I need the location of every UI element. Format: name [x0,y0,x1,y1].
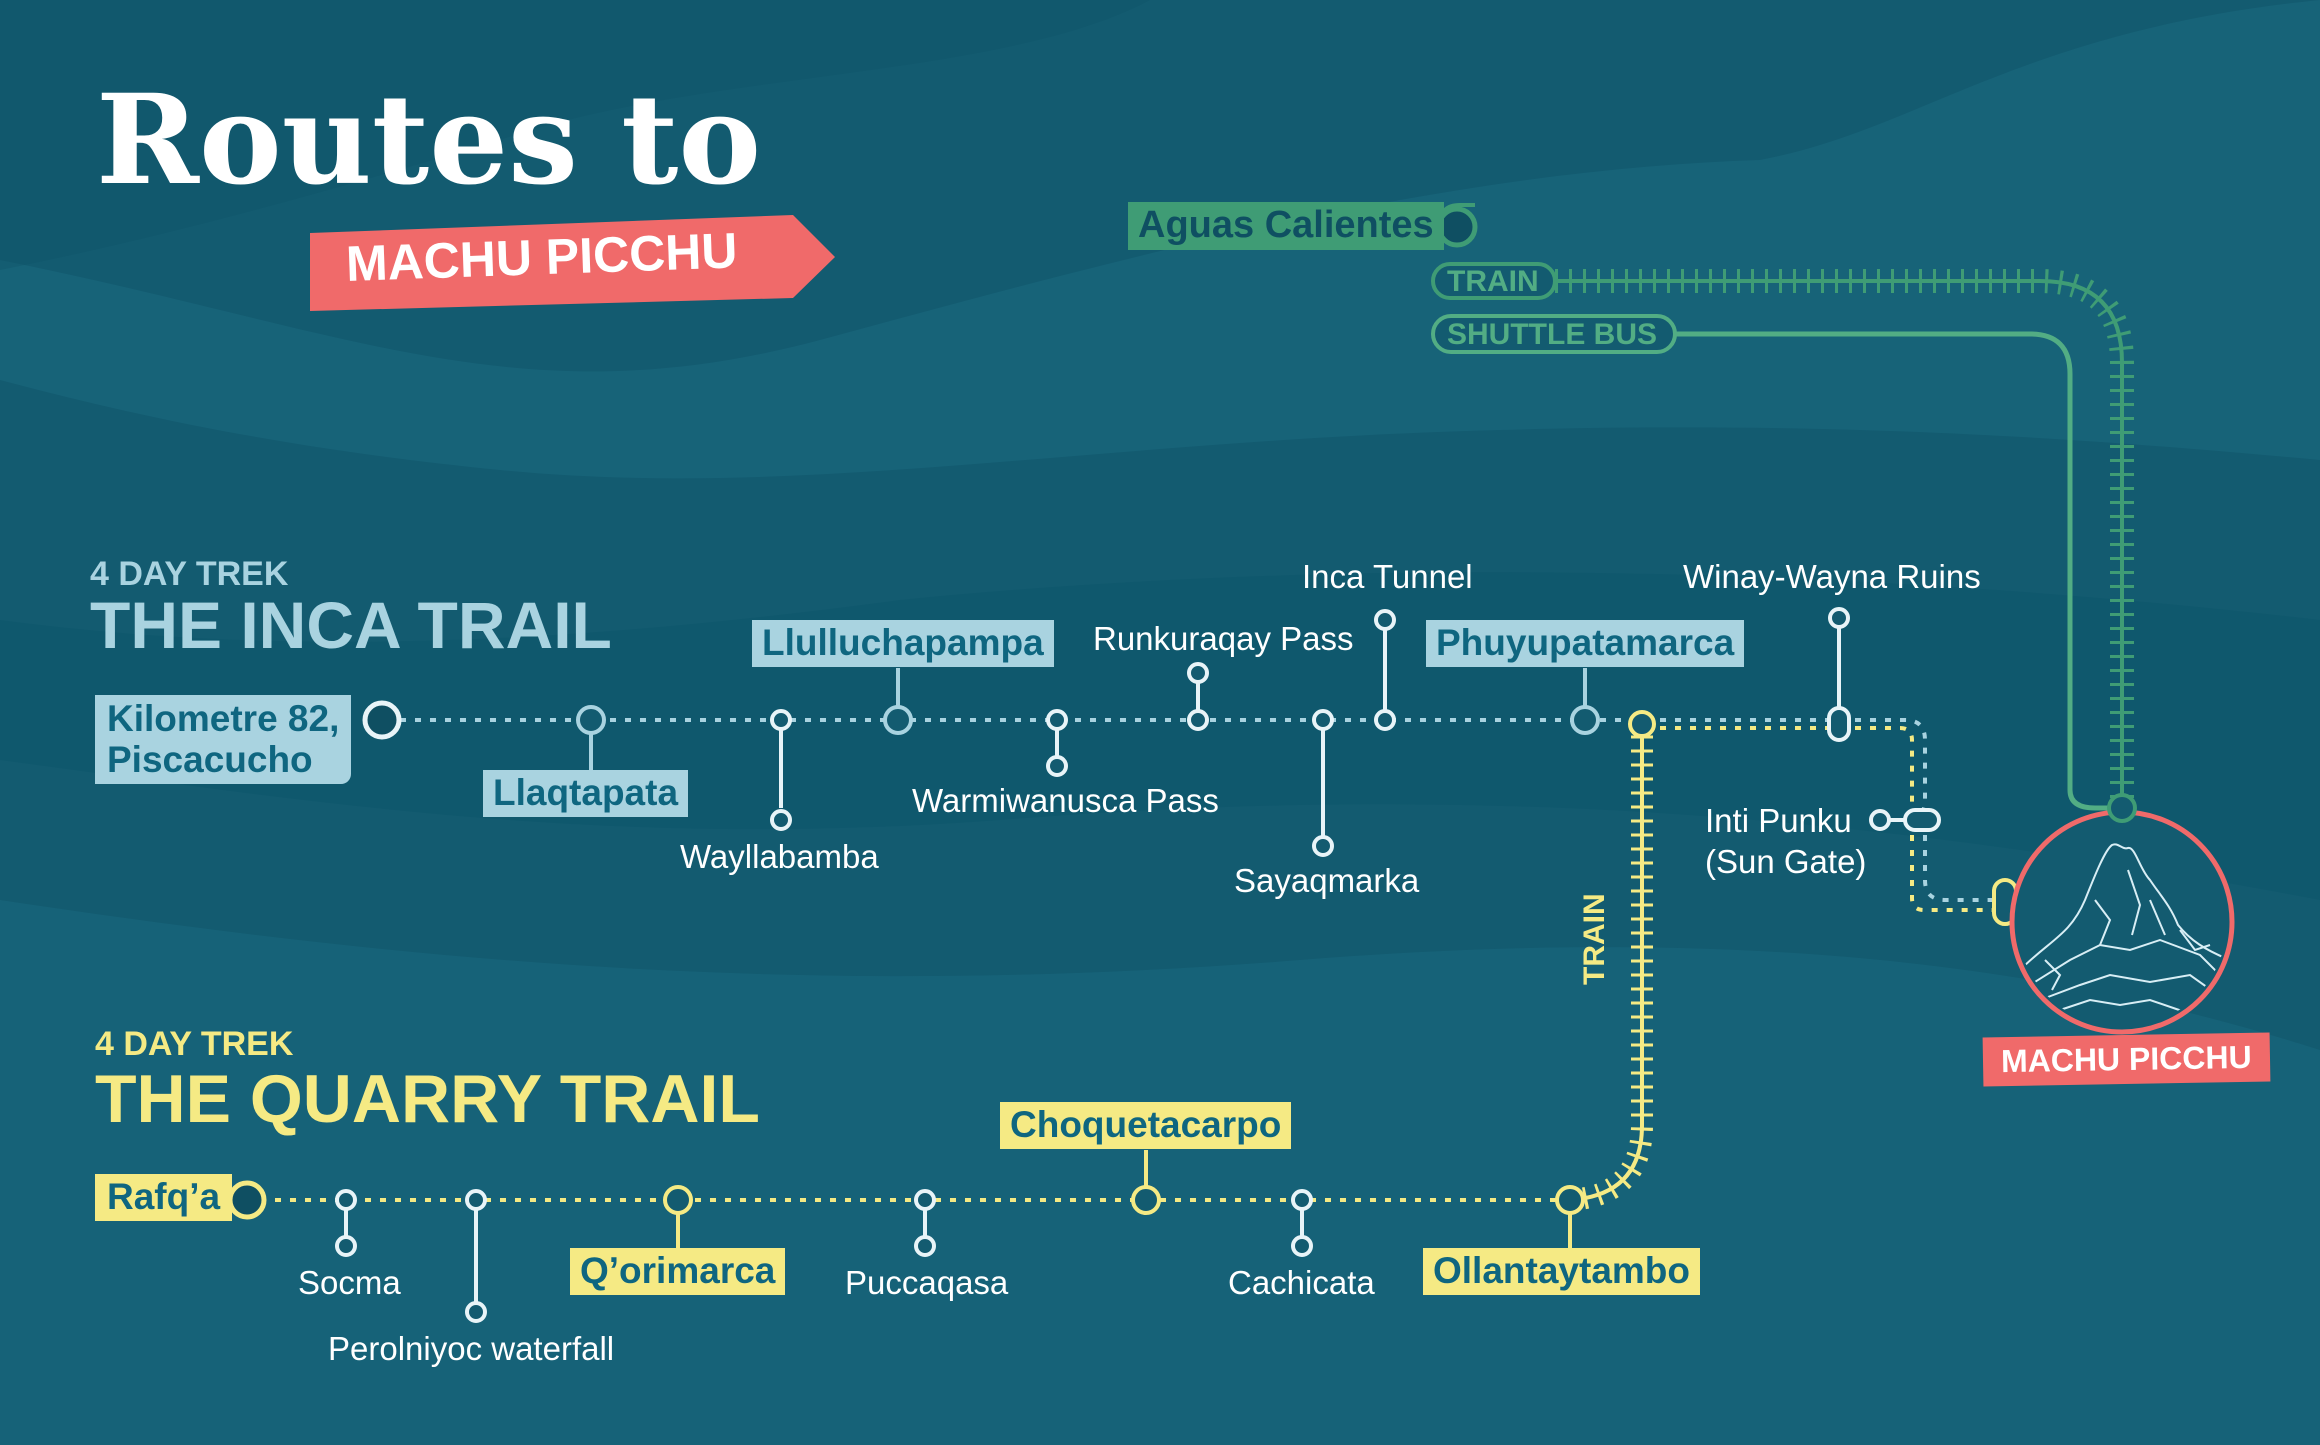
stop-inti-punku: Inti Punku (Sun Gate) [1705,802,1867,881]
shuttle-bus-line [1675,331,2122,811]
machu-picchu-label: MACHU PICCHU [1982,1032,2271,1087]
machu-picchu-destination [2009,793,2235,1035]
stop-winay-wayna: Winay-Wayna Ruins [1683,558,1981,595]
inca-trail-name: THE INCA TRAIL [90,588,612,662]
green-train-track [1555,269,2134,808]
aguas-train-pill-label: TRAIN [1447,265,1539,298]
quarry-start-terminus [227,1180,267,1220]
inca-start-terminus [362,700,402,740]
stop-warmiwanusca: Warmiwanusca Pass [912,782,1219,819]
stop-ollantaytambo: Ollantaytambo [1423,1248,1700,1295]
title-ribbon-shape [310,215,835,311]
stop-qorimarca: Q’orimarca [570,1248,786,1295]
quarry-start-label: Rafq’a [95,1174,233,1221]
stop-inca-tunnel: Inca Tunnel [1302,558,1473,595]
quarry-trail-name: THE QUARRY TRAIL [95,1061,760,1137]
stop-socma: Socma [298,1264,401,1301]
stop-phuyupatamarca: Phuyupatamarca [1426,620,1745,667]
stop-llulluchapampa: Llulluchapampa [752,620,1054,667]
train-junction-circle [1628,710,1656,738]
stop-choquetacarpo: Choquetacarpo [1000,1102,1292,1149]
stop-puccaqasa: Puccaqasa [845,1264,1009,1301]
quarry-stations [335,1150,1585,1323]
page-title: Routes to [96,68,762,213]
inca-kicker: 4 DAY TREK [90,555,289,593]
stop-runkuraqay: Runkuraqay Pass [1093,620,1354,657]
mountain-icon [2019,843,2227,1013]
inca-start-label: Kilometre 82, Piscacucho [95,695,352,785]
aguas-bus-pill-label: SHUTTLE BUS [1447,318,1657,351]
stop-llaqtapata: Llaqtapata [483,770,689,817]
stop-wayllabamba: Wayllabamba [680,838,879,875]
quarry-train-label: TRAIN [1578,893,1611,985]
yellow-train-track [1568,728,1653,1211]
stop-sayaqmarka: Sayaqmarka [1234,862,1420,899]
quarry-kicker: 4 DAY TREK [95,1025,294,1063]
aguas-calientes-label: Aguas Calientes [1128,202,1444,250]
stop-perolniyoc: Perolniyoc waterfall [328,1330,615,1367]
quarry-connection-line [1645,726,2005,912]
inca-stations [576,607,2018,926]
stop-cachicata: Cachicata [1228,1264,1375,1301]
